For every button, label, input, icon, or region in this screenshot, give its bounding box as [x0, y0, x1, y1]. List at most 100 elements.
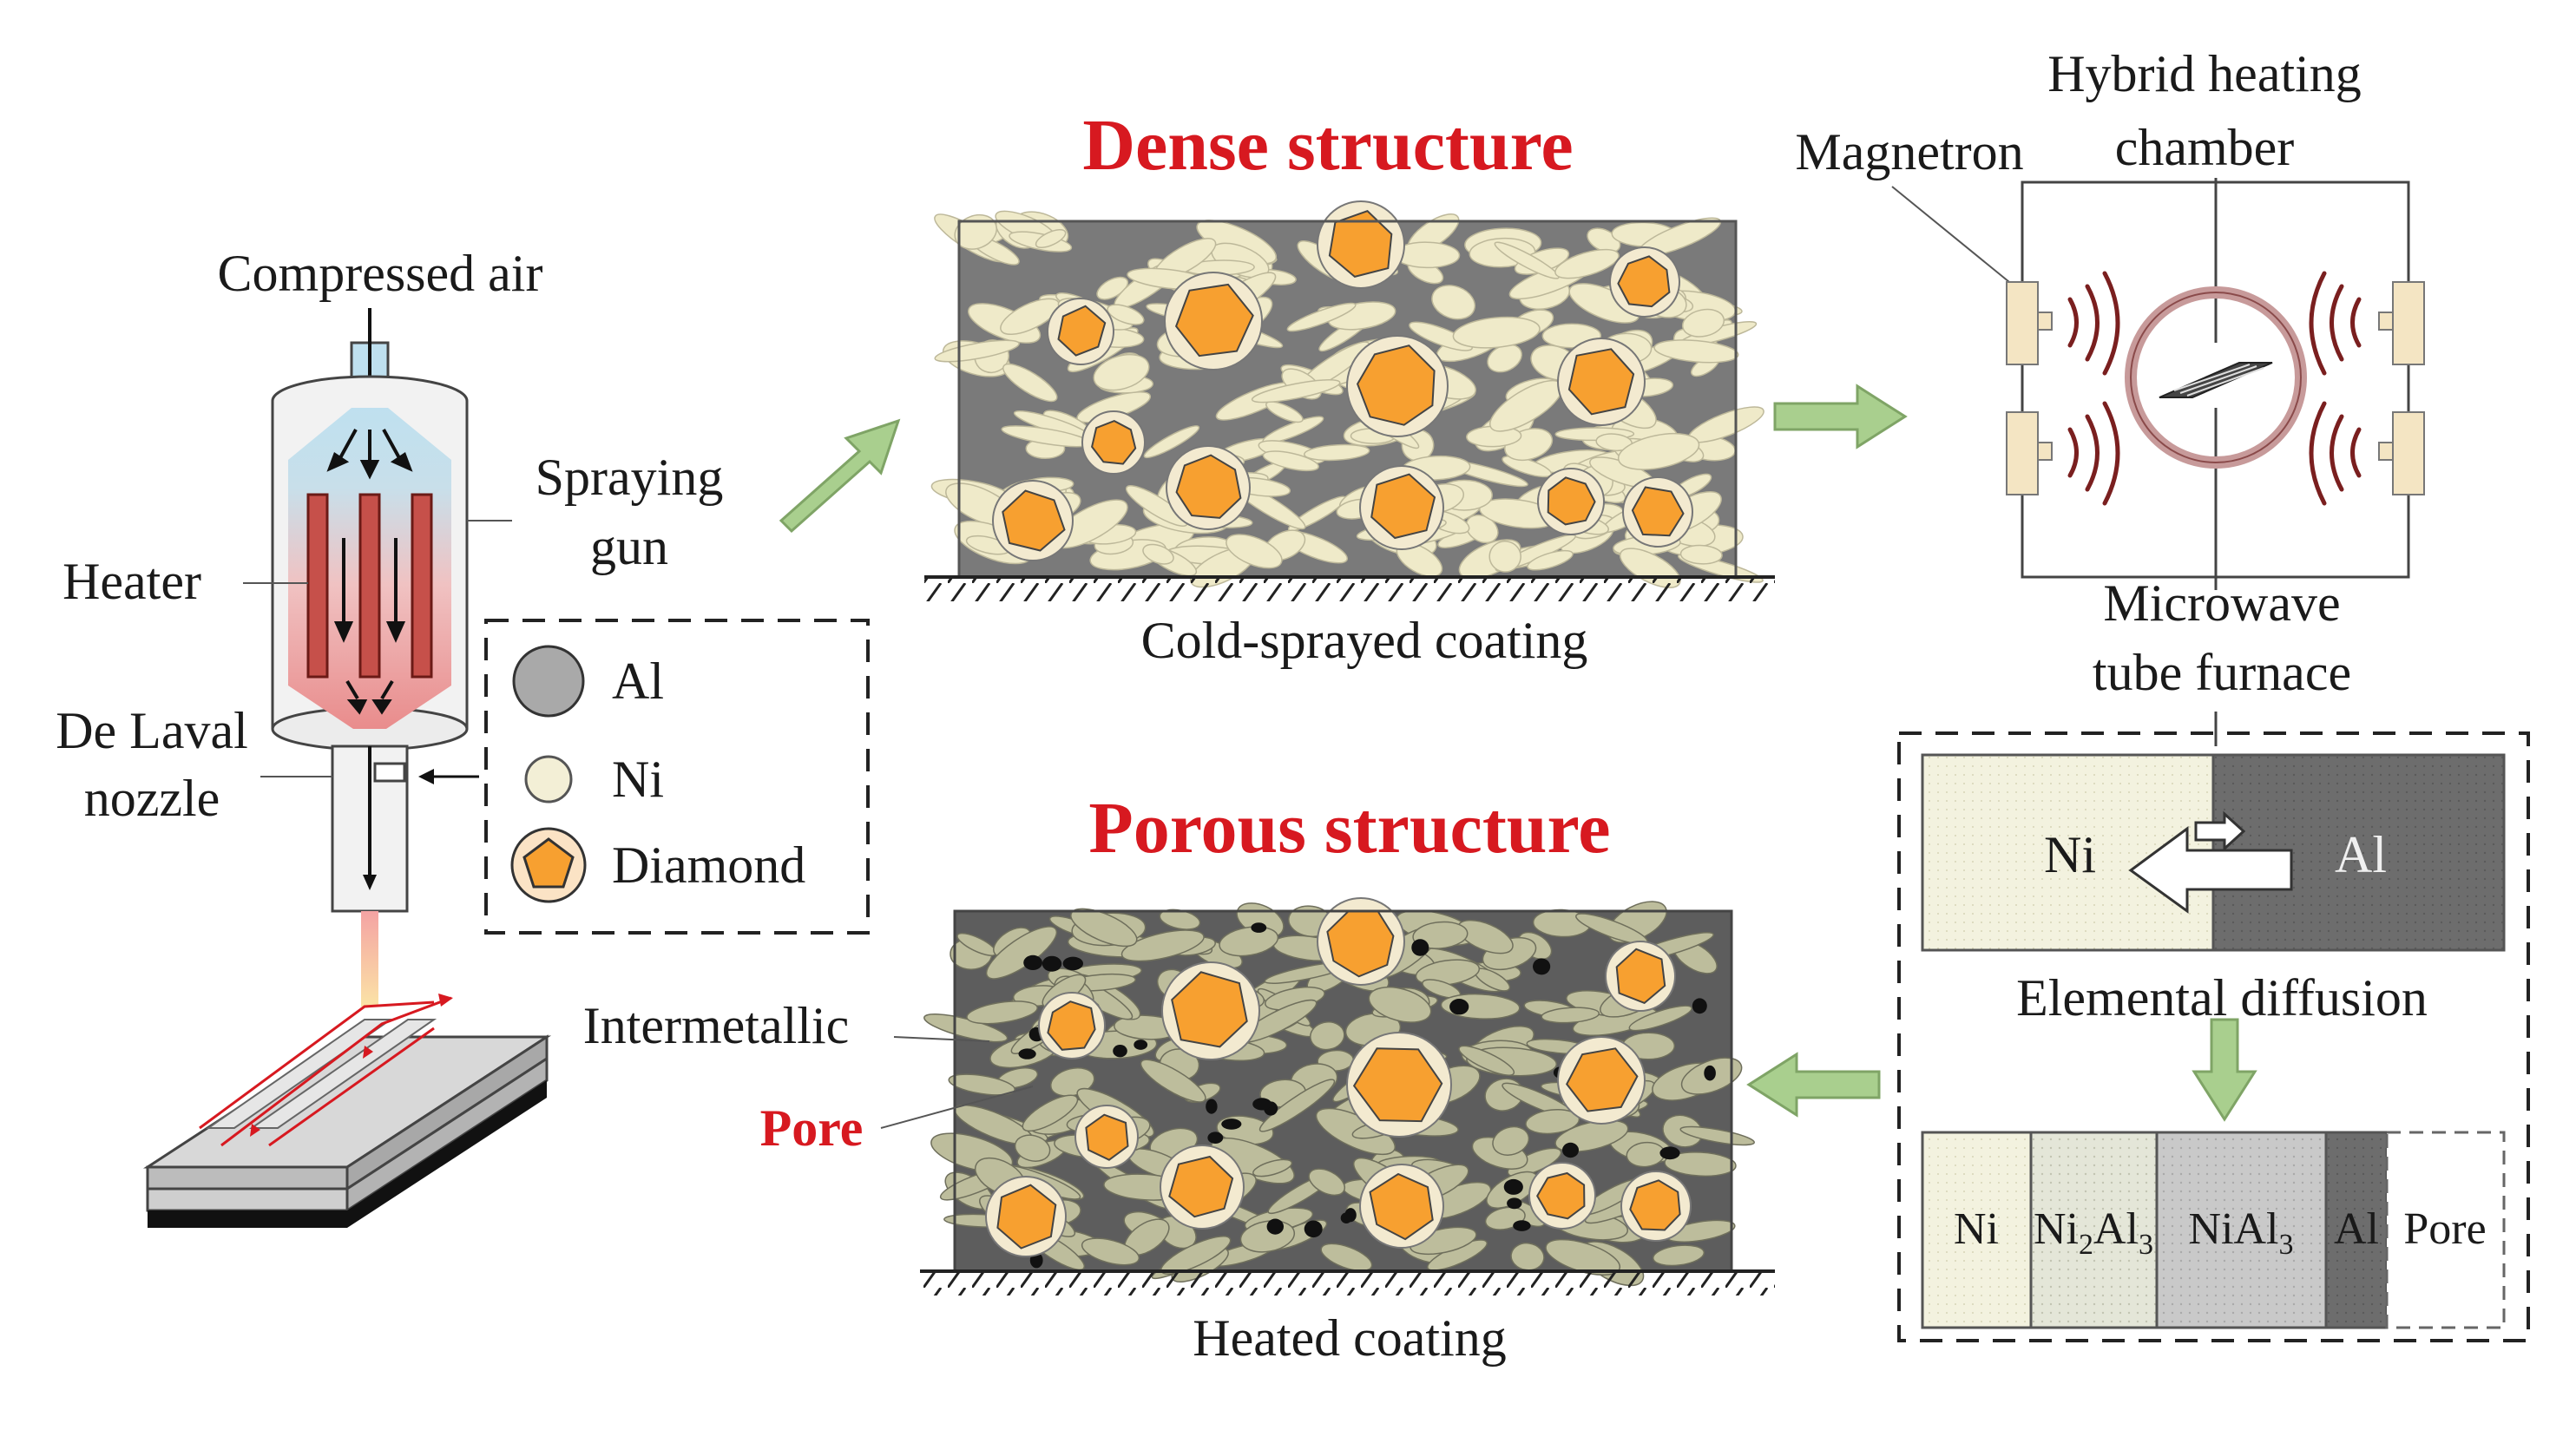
ni-particle — [1002, 363, 1058, 403]
al-swatch — [512, 645, 585, 718]
arrow-diffusion-down — [2192, 1018, 2257, 1122]
intermetallic-particle — [948, 1073, 1015, 1096]
ni-particle — [1452, 316, 1541, 349]
pore — [1221, 1118, 1242, 1130]
magnetron-label: Magnetron — [1795, 123, 2023, 180]
tube-label-2: tube furnace — [2093, 644, 2351, 701]
ni-particle — [934, 339, 1020, 363]
spray-gun-group: Compressed air — [56, 245, 723, 1228]
compressed-air-label: Compressed air — [218, 245, 543, 302]
ni-particle — [1096, 276, 1129, 300]
intermetallic-particle — [1412, 921, 1469, 949]
porous-caption: Heated coating — [1193, 1309, 1507, 1367]
substrate-plate — [142, 994, 552, 1228]
ni-to-al-arrow — [2194, 810, 2246, 852]
phase-ni2al3 — [2029, 1131, 2159, 1329]
phase-pore-label: Pore — [2403, 1204, 2486, 1254]
ni-particle — [1142, 543, 1174, 565]
phase-al-label: Al — [2334, 1204, 2379, 1254]
diamond-particle — [1547, 476, 1596, 526]
porous-title: Porous structure — [1088, 788, 1610, 869]
sample-plate — [2159, 362, 2273, 398]
al-to-ni-arrow — [2128, 826, 2293, 914]
intermetallic-particle — [1541, 1007, 1600, 1024]
intermetallic-particle — [1679, 1125, 1755, 1146]
pore — [1018, 1048, 1036, 1059]
intermetallic-particle — [1492, 1125, 1530, 1156]
diamond-particle — [1168, 1155, 1234, 1218]
intermetallic-particle — [1140, 1059, 1206, 1103]
phase-ni2al3-label: Ni2Al3 — [2034, 1204, 2153, 1261]
pore — [1134, 1040, 1148, 1050]
pore — [1533, 958, 1551, 975]
diamond-particle — [1174, 283, 1254, 358]
spraying-gun-label-2: gun — [590, 518, 668, 575]
dense-title: Dense structure — [1082, 105, 1573, 186]
pore — [1449, 999, 1469, 1015]
ni-particle — [1107, 304, 1145, 325]
arrow-to-porous — [1746, 1052, 1881, 1118]
ni-particle — [1679, 544, 1723, 565]
porous-diamonds — [985, 897, 1692, 1257]
heater-bar-3 — [411, 493, 433, 679]
diamond-particle — [996, 1184, 1057, 1250]
ni-swatch — [524, 755, 573, 804]
pore — [1062, 956, 1084, 971]
ni-particle — [1617, 432, 1700, 470]
ni-particle — [1304, 443, 1370, 462]
ni-particle — [1409, 321, 1474, 351]
legend-diamond: Diamond — [612, 836, 805, 894]
intermetallic-particle — [1507, 1147, 1562, 1177]
heater-bar-2 — [358, 493, 381, 679]
phase-pore — [2385, 1131, 2506, 1329]
diffusion-ni-label: Ni — [2044, 826, 2096, 883]
microwave-furnace: Hybrid heating chamber Magnetron — [1795, 45, 2425, 746]
intermetallic-particle — [1368, 986, 1432, 1023]
pore — [1023, 954, 1042, 970]
intermetallic-particle — [1525, 1109, 1580, 1135]
diamond-particle — [1631, 486, 1685, 537]
pore — [1513, 1220, 1531, 1231]
pore — [1503, 1178, 1523, 1195]
diamond-particle — [1328, 210, 1393, 278]
intermetallic-particle — [1258, 1079, 1336, 1132]
ni-particle — [1226, 534, 1283, 569]
spraying-gun-label-1: Spraying — [536, 449, 724, 506]
pore — [1704, 1065, 1716, 1081]
diamond-particle — [1352, 1047, 1443, 1123]
ni-particle — [1431, 285, 1475, 320]
heater-bar-1 — [306, 493, 329, 679]
intermetallic-particle — [1308, 1168, 1346, 1197]
pore — [1251, 922, 1267, 933]
diamond-particle — [1326, 909, 1395, 978]
diamond-particle — [1057, 305, 1107, 357]
intermetallic-particle — [1628, 1005, 1692, 1032]
arrow-to-dense — [779, 418, 901, 534]
pore — [1252, 1098, 1272, 1111]
intermetallic-particle — [966, 1000, 1038, 1025]
intermetallic-particle — [1120, 929, 1205, 962]
dense-caption: Cold-sprayed coating — [1141, 612, 1588, 669]
phase-ni-label: Ni — [1954, 1204, 1999, 1254]
intermetallic-particle — [1070, 908, 1138, 948]
magnetron-left-top — [2006, 281, 2039, 365]
tube-label-1: Microwave — [2103, 574, 2340, 632]
magnetron-right-bottom — [2392, 411, 2425, 495]
intermetallic-particle — [1014, 1134, 1051, 1162]
intermetallic-particle — [1320, 1243, 1373, 1272]
diffusion-box: Ni Al Elemental diffusion Ni Ni2Al3 NiAl… — [1897, 731, 2530, 1342]
legend-al: Al — [612, 653, 664, 710]
ni-particle — [1035, 228, 1067, 249]
intermetallic-particle — [1252, 1158, 1293, 1177]
ni-particle — [954, 213, 997, 250]
phase-ni — [1921, 1131, 2033, 1329]
intermetallic-particle — [1022, 1094, 1079, 1132]
ni-particle — [1494, 241, 1560, 279]
ni-particle — [1143, 425, 1200, 459]
pore — [1340, 1212, 1352, 1223]
magnetron-right-top — [2392, 281, 2425, 365]
ni-particle — [1286, 302, 1357, 332]
pore-label: Pore — [760, 1099, 864, 1157]
diamond-swatch — [522, 837, 575, 889]
diamond-particle — [1356, 344, 1436, 426]
